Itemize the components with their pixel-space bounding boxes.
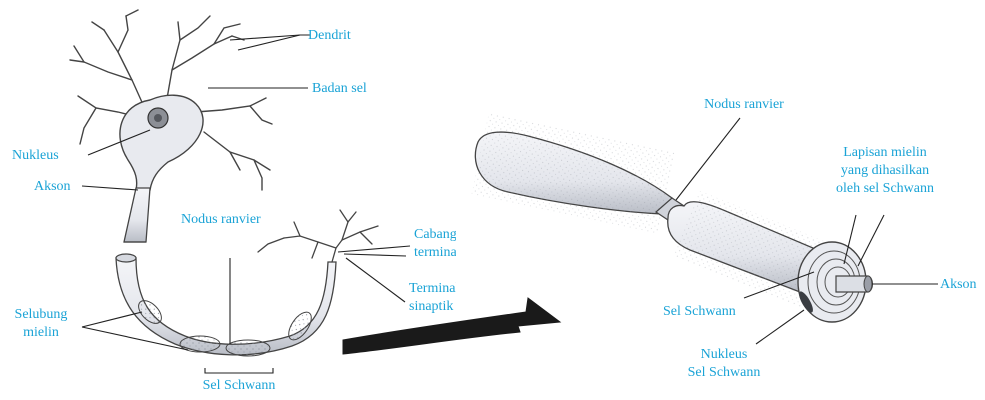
label-sel-schwann: Sel Schwann bbox=[181, 377, 297, 394]
label-badan-sel: Badan sel bbox=[312, 80, 367, 97]
axon-upper bbox=[124, 188, 150, 242]
label-selubung-mielin-line2: mielin bbox=[2, 324, 80, 341]
label-lapisan-mielin-line1: Lapisan mielin bbox=[820, 144, 950, 161]
label-selubung-mielin-line1: Selubung bbox=[2, 306, 80, 323]
label-terminal-sinaptik-line1: Terminal bbox=[409, 280, 456, 297]
label-dendrit: Dendrit bbox=[308, 27, 351, 44]
label-akson-zoom: Akson bbox=[940, 276, 977, 293]
label-akson: Akson bbox=[34, 178, 71, 195]
axon-closeup bbox=[471, 113, 872, 322]
label-cabang-terminal-line2: terminal bbox=[414, 244, 456, 261]
label-nukleus: Nukleus bbox=[12, 147, 59, 164]
label-terminal-sinaptik-line2: sinaptik bbox=[409, 298, 456, 315]
label-nukleus-sel-schwann-line2: Sel Schwann bbox=[672, 364, 776, 381]
label-nodus-ranvier-zoom: Nodus ranvier bbox=[684, 96, 804, 113]
label-sel-schwann-zoom: Sel Schwann bbox=[663, 303, 736, 320]
label-nukleus-sel-schwann-line1: Nukleus bbox=[672, 346, 776, 363]
label-lapisan-mielin-line3: oleh sel Schwann bbox=[820, 180, 950, 197]
label-cabang-terminal-line1: Cabang bbox=[414, 226, 456, 243]
label-lapisan-mielin-line2: yang dihasilkan bbox=[820, 162, 950, 179]
label-nodus-ranvier: Nodus ranvier bbox=[181, 211, 261, 228]
